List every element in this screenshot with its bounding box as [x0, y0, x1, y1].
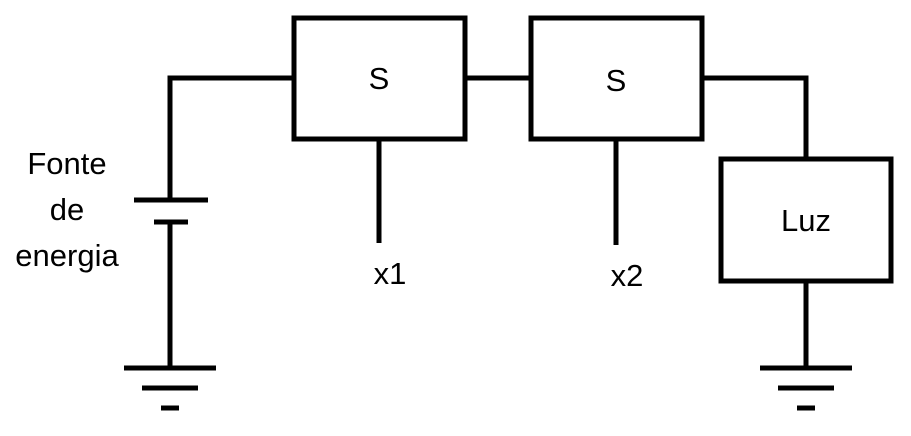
wire-switch2-to-light [702, 75, 809, 159]
switch-box-2 [528, 15, 705, 142]
switch-1-input-label: x1 [374, 256, 407, 291]
source-label-line-1: Fonte [27, 146, 106, 181]
wire-source-to-switch1 [167, 75, 294, 200]
switch-box-1 [291, 15, 468, 142]
light-label: Luz [781, 203, 831, 238]
ground-icon [124, 365, 216, 411]
ground-icon [760, 365, 852, 411]
source-label-line-2: de [50, 192, 84, 227]
source-label-line-3: energia [15, 238, 119, 273]
wires [167, 75, 809, 368]
switch-1-label: S [369, 61, 390, 96]
battery-icon [134, 197, 208, 225]
light-box [718, 156, 894, 284]
switch-2-label: S [606, 63, 627, 98]
switch-2-input-label: x2 [611, 258, 644, 293]
